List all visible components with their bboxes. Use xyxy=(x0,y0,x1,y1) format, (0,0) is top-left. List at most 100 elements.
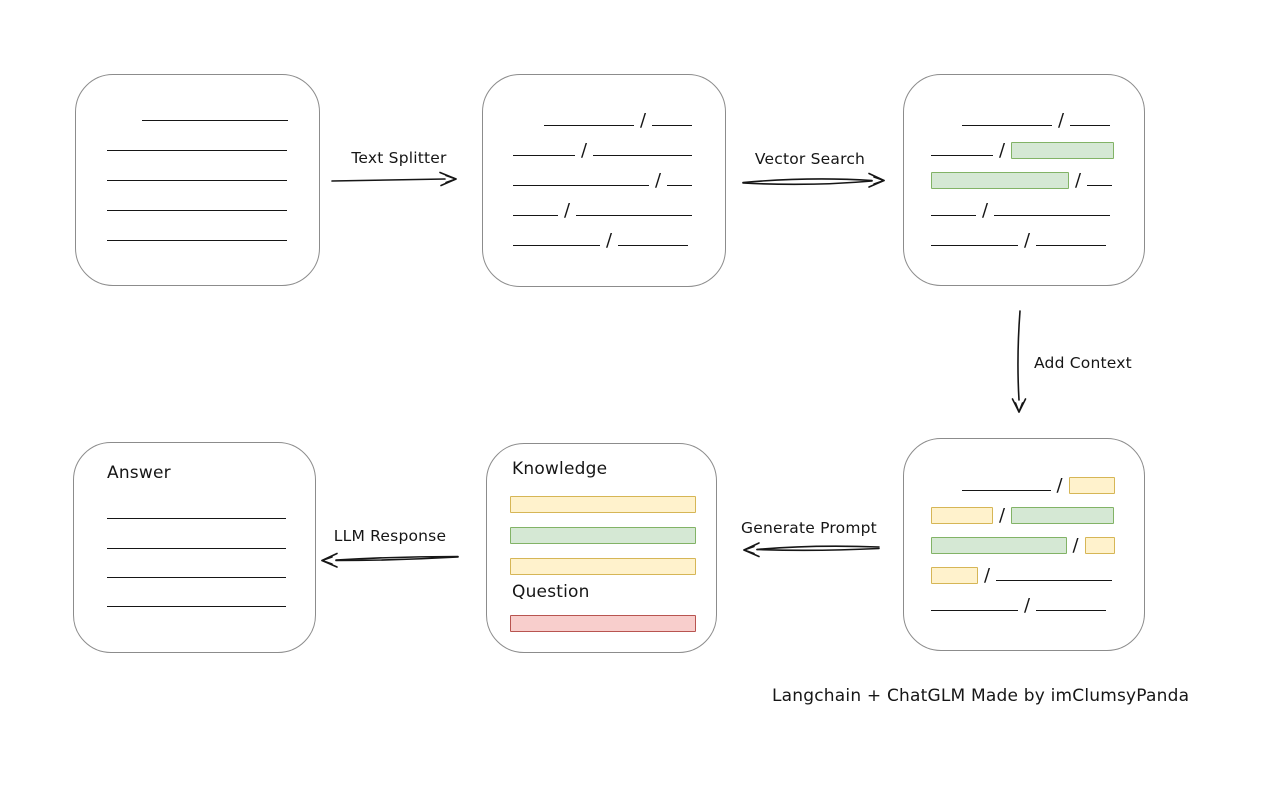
slash-separator: / xyxy=(1072,535,1079,556)
node-context-chunks: ///// xyxy=(903,438,1145,651)
text-splitter-arrow xyxy=(331,171,457,187)
slash-separator: / xyxy=(1056,475,1063,496)
chunk-row: / xyxy=(513,156,695,190)
text-line xyxy=(513,185,649,186)
slash-separator: / xyxy=(654,170,662,191)
text-line xyxy=(652,125,692,126)
highlight-chunk-green xyxy=(1011,142,1114,159)
chunk-row: / xyxy=(931,551,1115,585)
slash-separator: / xyxy=(1023,595,1031,616)
text-line xyxy=(1070,125,1110,126)
slash-separator: / xyxy=(1074,170,1082,191)
text-line xyxy=(141,120,288,121)
text-line xyxy=(618,245,688,246)
text-line xyxy=(667,185,692,186)
text-line xyxy=(107,150,287,151)
text-line xyxy=(1087,185,1112,186)
green-bar xyxy=(510,527,696,544)
chunk-row: / xyxy=(513,96,695,130)
chunk-row xyxy=(107,91,288,121)
text-line xyxy=(513,155,575,156)
node-prompt: Knowledge Question xyxy=(486,443,717,653)
llm-response-arrow xyxy=(321,552,459,568)
yellow-bar xyxy=(510,558,696,575)
text-line xyxy=(513,245,600,246)
red-bar xyxy=(510,615,696,632)
text-line xyxy=(1036,610,1106,611)
text-line xyxy=(931,155,993,156)
text-line xyxy=(107,180,287,181)
text-line xyxy=(107,547,286,549)
slash-separator: / xyxy=(1023,230,1031,251)
text-line xyxy=(107,210,287,211)
chunk-row: / xyxy=(931,491,1115,525)
question-bars xyxy=(510,615,696,632)
chunk-row: / xyxy=(931,156,1115,190)
answer-heading: Answer xyxy=(107,463,171,483)
text-line xyxy=(1036,245,1106,246)
knowledge-bars xyxy=(510,496,696,575)
chunk-row: / xyxy=(931,96,1115,130)
chunk-row: / xyxy=(931,581,1115,615)
text-line xyxy=(107,518,286,520)
chunk-row: / xyxy=(513,186,695,220)
yellow-bar xyxy=(510,496,696,513)
slash-separator: / xyxy=(998,140,1006,161)
credit-text: Langchain + ChatGLM Made by imClumsyPand… xyxy=(772,686,1190,706)
retrieved-chunk-lines: ///// xyxy=(931,96,1115,250)
text-line xyxy=(962,125,1052,126)
chunk-row: / xyxy=(931,216,1115,250)
slash-separator: / xyxy=(605,230,613,251)
text-line xyxy=(994,215,1110,216)
indent-gap xyxy=(513,125,539,126)
indent-gap xyxy=(931,490,957,491)
vector-search-arrow xyxy=(742,172,885,188)
chunk-row xyxy=(107,578,286,608)
highlight-chunk-green xyxy=(931,537,1067,554)
node-split-chunks: ///// xyxy=(482,74,726,287)
chunk-row: / xyxy=(931,461,1115,495)
text-line xyxy=(931,610,1018,611)
node-answer: Answer xyxy=(73,442,316,653)
split-chunk-lines: ///// xyxy=(513,96,695,250)
chunk-row: / xyxy=(931,126,1115,160)
llm-response-label: LLM Response xyxy=(333,527,447,545)
text-line xyxy=(996,580,1112,581)
chunk-row xyxy=(107,549,286,578)
indent-gap xyxy=(107,120,137,121)
document-lines xyxy=(107,91,288,241)
add-context-arrow xyxy=(1011,310,1027,413)
knowledge-heading: Knowledge xyxy=(512,459,608,479)
text-line xyxy=(544,125,634,126)
highlight-chunk-green xyxy=(1011,507,1114,524)
chunk-row: / xyxy=(513,126,695,160)
highlight-chunk-yellow xyxy=(931,507,993,524)
question-heading: Question xyxy=(512,582,590,602)
generate-prompt-arrow xyxy=(743,542,880,558)
chunk-row xyxy=(107,211,288,241)
chunk-row: / xyxy=(513,216,695,250)
chunk-row xyxy=(107,121,288,151)
chunk-row xyxy=(107,490,286,520)
text-line xyxy=(107,606,286,608)
chunk-row xyxy=(107,181,288,211)
text-line xyxy=(576,215,692,216)
text-splitter-label: Text Splitter xyxy=(351,149,447,167)
slash-separator: / xyxy=(563,200,571,221)
text-line xyxy=(931,245,1018,246)
context-chunk-lines: ///// xyxy=(931,461,1115,615)
answer-lines xyxy=(107,490,286,608)
text-line xyxy=(107,576,286,578)
text-line xyxy=(593,155,692,156)
add-context-label: Add Context xyxy=(1034,354,1132,372)
chunk-row: / xyxy=(931,521,1115,555)
indent-gap xyxy=(931,125,957,126)
text-line xyxy=(931,215,976,216)
text-line xyxy=(513,215,558,216)
slash-separator: / xyxy=(639,110,647,131)
generate-prompt-label: Generate Prompt xyxy=(741,519,877,537)
slash-separator: / xyxy=(983,565,991,586)
vector-search-label: Vector Search xyxy=(754,150,866,168)
highlight-chunk-green xyxy=(931,172,1069,189)
text-line xyxy=(961,490,1051,491)
